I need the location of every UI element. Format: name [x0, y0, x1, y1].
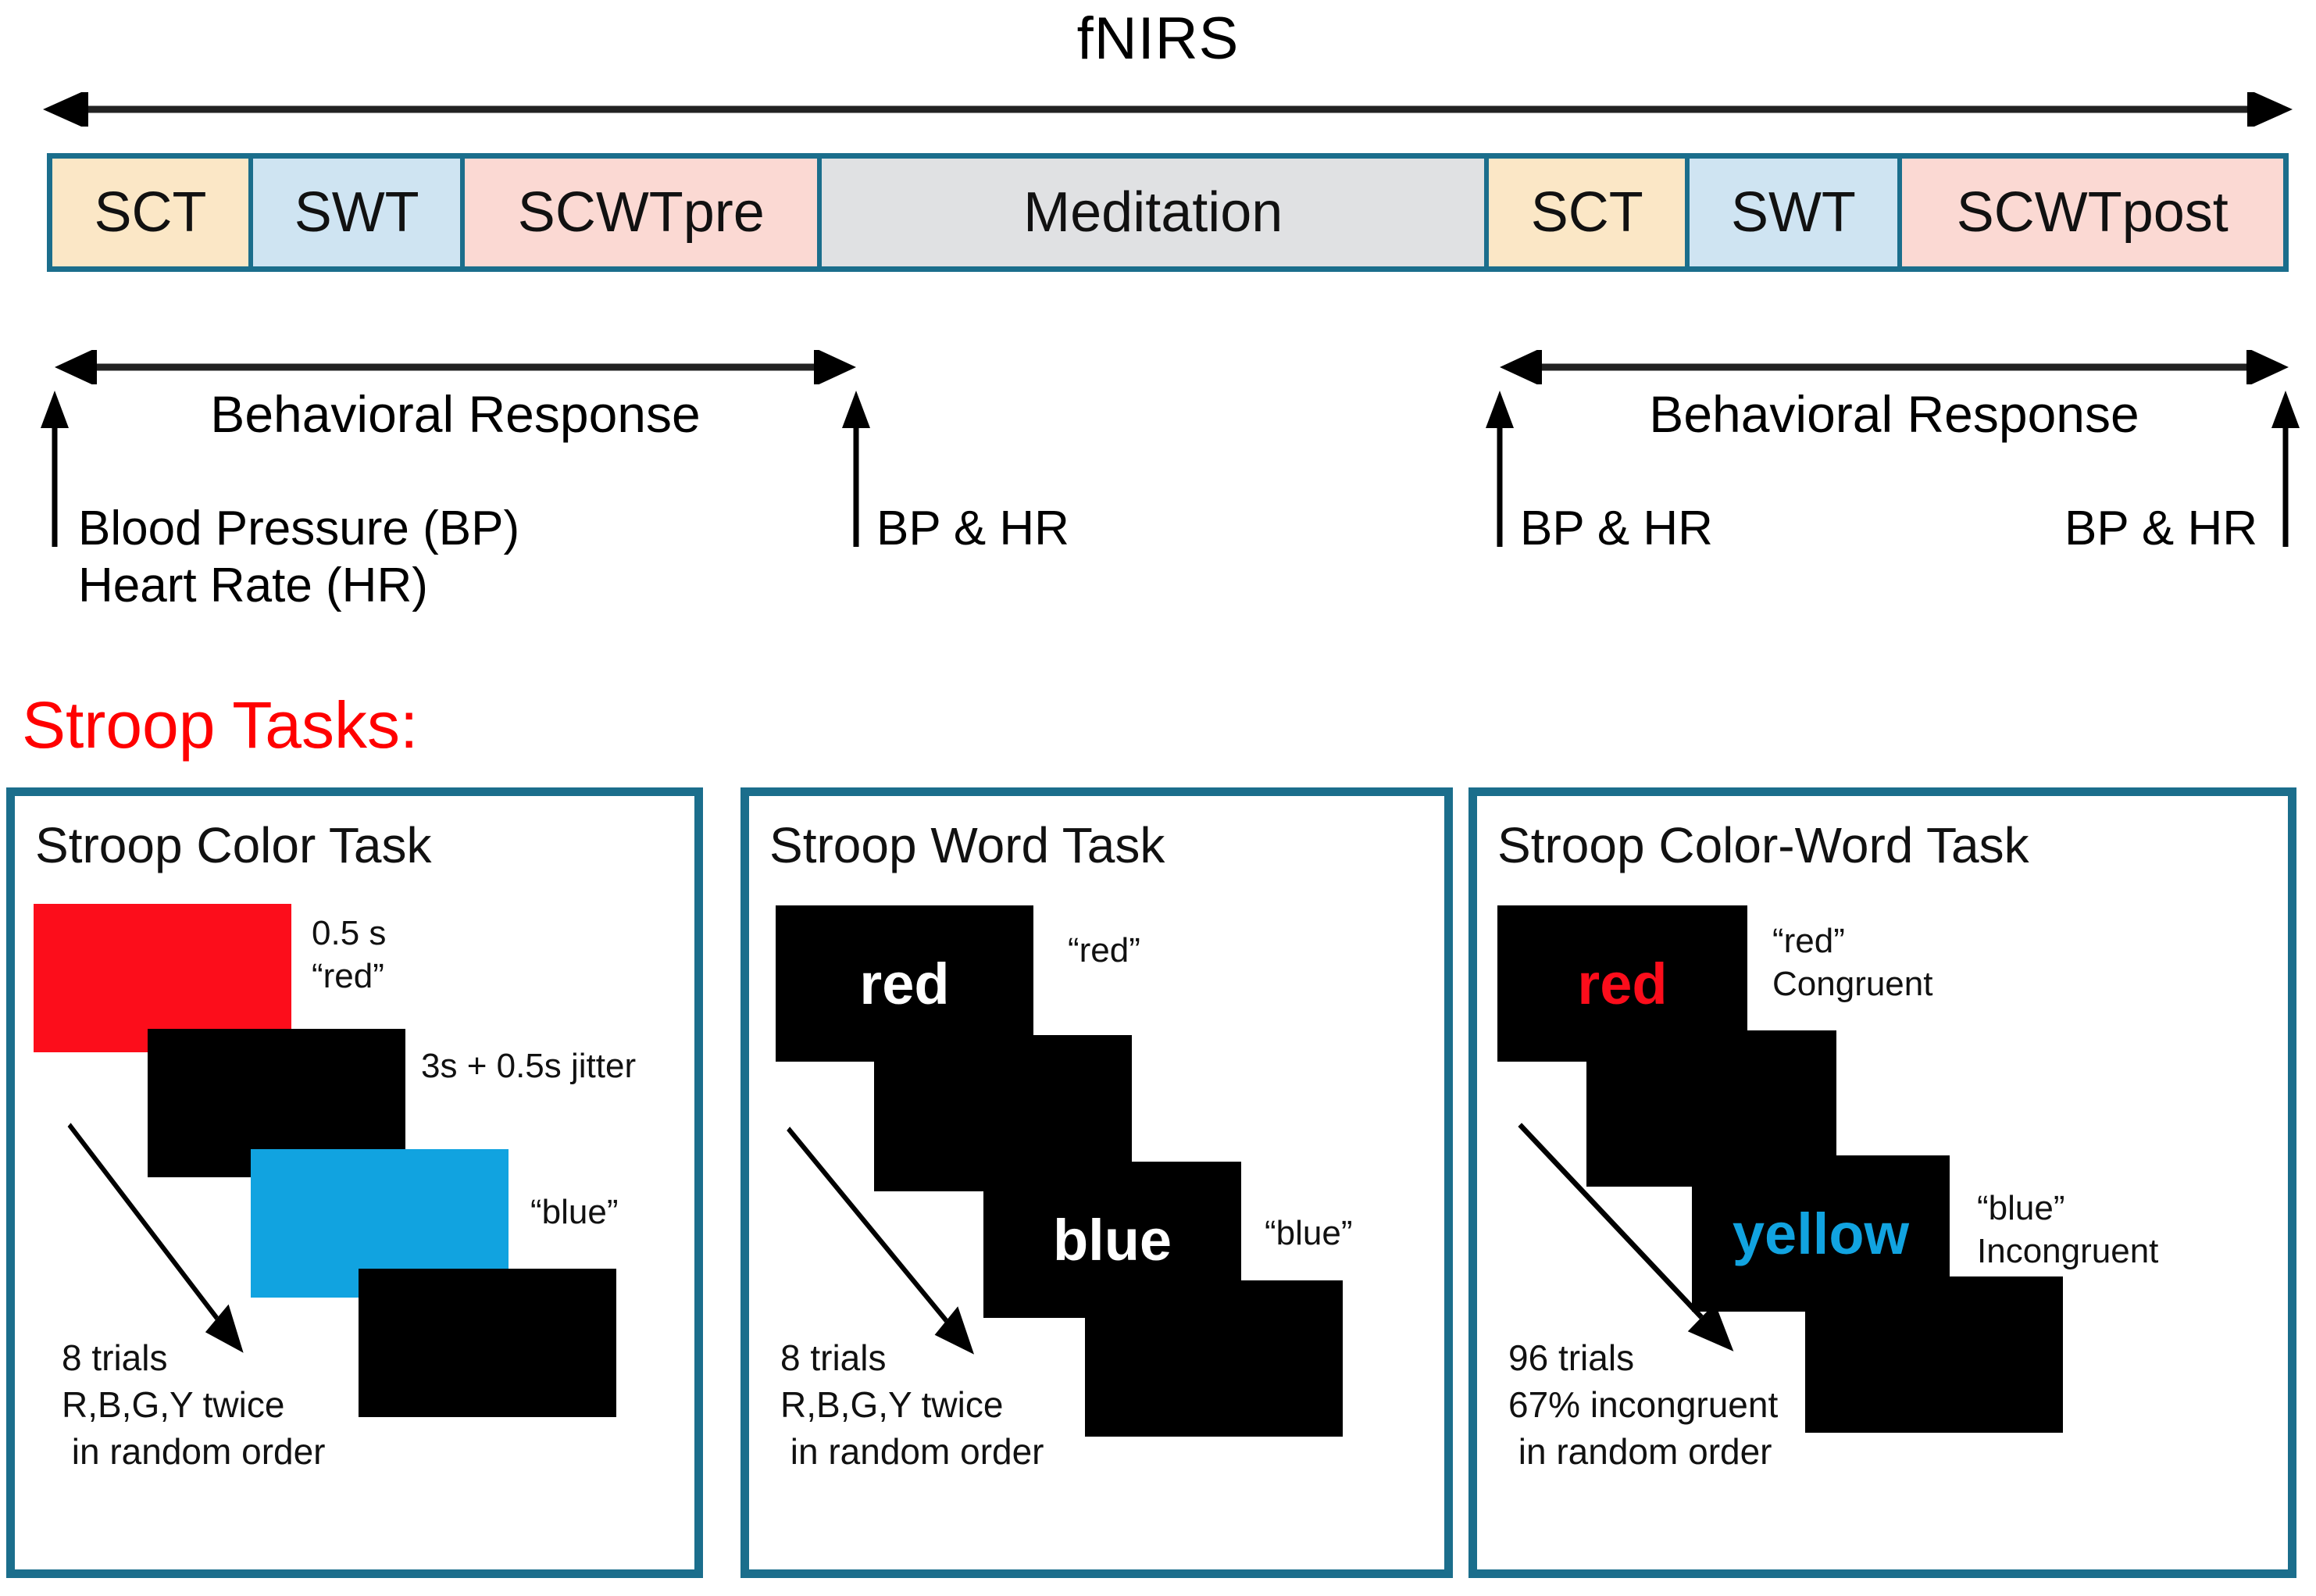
stimulus-card-text: blue: [1052, 1207, 1172, 1273]
timeline-block-label: SCT: [94, 181, 207, 244]
trial-description-line: in random order: [780, 1430, 1044, 1472]
trial-description-line: 8 trials: [780, 1337, 887, 1378]
panel-title: Stroop Color-Word Task: [1497, 817, 2029, 873]
annotation-line: Congruent: [1772, 965, 1933, 1003]
annotation-line: Incongruent: [1977, 1232, 2159, 1270]
stimulus-card-1: [34, 904, 291, 1052]
measure-label-line: BP & HR: [2064, 502, 2257, 555]
measure-tick-bp-hr-3: [1486, 391, 1514, 547]
measure-label-bp-hr-1: Blood Pressure (BP) Heart Rate (HR): [78, 500, 519, 614]
annotation-line: “blue”: [1265, 1214, 1353, 1252]
measure-label-bp-hr-4: BP & HR: [2047, 500, 2257, 557]
stimulus-card-text: yellow: [1732, 1201, 1910, 1266]
annotation-line: 0.5 s: [312, 914, 387, 952]
panel-title: Stroop Word Task: [769, 817, 1165, 873]
timeline-block-label: SWT: [294, 181, 419, 244]
trial-description-line: in random order: [62, 1430, 326, 1472]
timeline-block-label: Meditation: [1023, 181, 1283, 244]
annotation-line: “red”: [1068, 931, 1140, 969]
stroop-color-word-task-panel: Stroop Color-Word Task red yellow “red” Con…: [1468, 787, 2296, 1578]
trial-description-line: in random order: [1508, 1430, 1772, 1472]
measure-tick-bp-hr-1: [41, 391, 69, 547]
measure-label-line: Heart Rate (HR): [78, 559, 428, 613]
measure-tick-bp-hr-2: [842, 391, 870, 547]
annotation-line: 3s + 0.5s jitter: [421, 1047, 637, 1085]
fnirs-label: fNIRS: [1076, 5, 1240, 72]
trial-description-line: 8 trials: [62, 1337, 168, 1378]
behavioral-span-arrow-pre: [55, 350, 856, 384]
annotation-line: “blue”: [530, 1193, 619, 1231]
behavioral-response-label-post: Behavioral Response: [1649, 385, 2139, 443]
stroop-color-task-panel: Stroop Color Task 0.5 s “red” 3s + 0.5s ji…: [6, 787, 703, 1578]
stimulus-annotation-3: “blue”: [530, 1191, 619, 1234]
timeline-block-label: SCT: [1530, 181, 1643, 244]
annotation-line: “red”: [1772, 922, 1845, 960]
timeline-block-label: SCWTpre: [517, 181, 765, 244]
timeline-block-label: SCWTpost: [1956, 181, 2229, 244]
stimulus-card-text: red: [1577, 951, 1668, 1016]
timeline-block-meditation: Meditation: [822, 159, 1490, 266]
timeline-block-scwtpost: SCWTpost: [1901, 159, 2283, 266]
timeline-block-swt: SWT: [253, 159, 466, 266]
stimulus-annotation-2: “blue”: [1265, 1212, 1353, 1255]
stimulus-card-4: [359, 1269, 616, 1417]
measure-tick-bp-hr-4: [2271, 391, 2300, 547]
annotation-line: “red”: [312, 957, 384, 995]
trial-description-line: R,B,G,Y twice: [780, 1384, 1004, 1425]
measure-label-bp-hr-2: BP & HR: [876, 500, 1069, 557]
trial-description-line: R,B,G,Y twice: [62, 1384, 285, 1425]
stroop-tasks-heading: Stroop Tasks:: [22, 688, 419, 762]
stimulus-annotation-1: 0.5 s “red”: [312, 912, 386, 998]
sequence-order-arrow: [787, 1126, 975, 1355]
timeline-block-label: SWT: [1730, 181, 1856, 244]
sequence-order-arrow: [1518, 1123, 1734, 1351]
trial-description-line: 67% incongruent: [1508, 1384, 1779, 1425]
measure-label-bp-hr-3: BP & HR: [1520, 500, 1713, 557]
fnirs-span-arrow: [43, 92, 2293, 127]
stroop-word-task-panel: Stroop Word Task red blue “red” “blue” 8 tri…: [740, 787, 1453, 1578]
measure-label-line: BP & HR: [876, 502, 1069, 555]
stimulus-annotation-1: “red”: [1068, 929, 1140, 972]
behavioral-span-arrow-post: [1500, 350, 2289, 384]
experiment-timeline: SCT SWT SCWTpre Meditation SCT SWT SCWTpost: [47, 153, 2289, 272]
trial-description: 96 trials 67% incongruent in random order: [1508, 1335, 1778, 1475]
stimulus-card-4: [1085, 1280, 1343, 1437]
stimulus-annotation-2: “blue” Incongruent: [1977, 1187, 2158, 1273]
sequence-order-arrow: [67, 1123, 244, 1353]
stimulus-card-text: red: [859, 951, 950, 1016]
stimulus-annotation-2: 3s + 0.5s jitter: [421, 1044, 636, 1087]
timeline-block-sct: SCT: [1489, 159, 1690, 266]
behavioral-response-label-pre: Behavioral Response: [210, 385, 701, 443]
timeline-block-sct: SCT: [52, 159, 254, 266]
panel-title: Stroop Color Task: [35, 817, 432, 873]
timeline-block-scwtpre: SCWTpre: [465, 159, 823, 266]
trial-description-line: 96 trials: [1508, 1337, 1635, 1378]
timeline-block-swt: SWT: [1690, 159, 1902, 266]
stimulus-annotation-1: “red” Congruent: [1772, 919, 1932, 1005]
measure-label-line: Blood Pressure (BP): [78, 502, 520, 555]
stimulus-card-4: [1805, 1276, 2063, 1433]
annotation-line: “blue”: [1977, 1189, 2065, 1227]
measure-label-line: BP & HR: [1520, 502, 1713, 555]
